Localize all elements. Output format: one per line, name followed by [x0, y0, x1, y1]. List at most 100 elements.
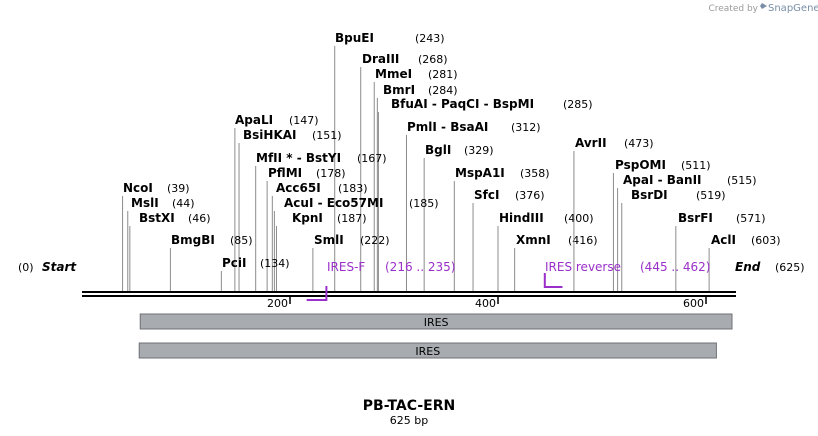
- site-25[interactable]: PciI (134): [220, 256, 290, 291]
- site-20[interactable]: PflMI(178): [266, 166, 346, 291]
- primers: IRES-F(216 .. 235) IRES reverse(445 .. 46…: [306, 260, 711, 301]
- site-position: (603): [751, 234, 781, 247]
- site-label: BmgBI: [171, 233, 215, 247]
- restriction-sites: BpuEI(243)DraIII(268)MmeI(281)BmrI(284)B…: [122, 31, 781, 291]
- map-length: 625 bp: [390, 414, 428, 427]
- site-6[interactable]: BglI(329): [423, 143, 494, 291]
- site-position: (85): [230, 234, 253, 247]
- site-position: (167): [357, 152, 387, 165]
- primer-position: (445 .. 462): [640, 260, 710, 274]
- site-24[interactable]: SmlI (222): [312, 233, 390, 291]
- site-label: PciI: [222, 256, 247, 270]
- site-17[interactable]: ApaLI (147): [234, 113, 319, 291]
- site-position: (243): [415, 32, 445, 45]
- site-label: PspOMI: [615, 158, 666, 172]
- start-label: Start: [42, 260, 77, 274]
- site-8[interactable]: SfcI(376): [472, 188, 545, 291]
- feature-label: IRES: [415, 345, 440, 358]
- site-label: BsrDI: [631, 188, 668, 202]
- site-position: (46): [188, 212, 211, 225]
- site-position: (519): [696, 189, 726, 202]
- site-11[interactable]: AvrII (473): [573, 136, 654, 291]
- site-15[interactable]: BsrFI (571): [675, 211, 766, 291]
- site-13[interactable]: ApaI - BanII (515): [617, 173, 757, 291]
- site-label: BsrFI: [678, 211, 713, 225]
- site-label: MslI: [131, 196, 159, 210]
- primer-1[interactable]: IRES reverse(445 .. 462): [543, 260, 711, 288]
- site-26[interactable]: NcoI(39): [122, 181, 190, 291]
- feature-1[interactable]: IRES: [138, 342, 717, 359]
- site-position: (147): [289, 114, 319, 127]
- site-label: MmeI: [375, 67, 412, 81]
- site-position: (416): [568, 234, 598, 247]
- created-by-text: Created by: [708, 4, 758, 14]
- site-28[interactable]: BstXI(46): [129, 211, 211, 291]
- tick-label: 600: [683, 297, 704, 310]
- dna-backbone: [82, 291, 736, 297]
- site-position: (284): [428, 84, 458, 97]
- site-position: (473): [624, 137, 654, 150]
- site-10[interactable]: XmnI(416): [514, 233, 598, 291]
- site-position: (185): [409, 197, 439, 210]
- site-14[interactable]: BsrDI (519): [621, 188, 726, 291]
- site-22[interactable]: AcuI - Eco57MI(185): [273, 196, 439, 291]
- site-3[interactable]: BmrI (284): [376, 83, 458, 291]
- brand-text: SnapGene: [768, 3, 818, 14]
- site-label: SmlI: [314, 233, 344, 247]
- site-18[interactable]: BsiHKAI(151): [238, 128, 342, 291]
- site-position: (151): [312, 129, 342, 142]
- site-23[interactable]: KpnI(187): [275, 211, 367, 291]
- primer-0[interactable]: IRES-F(216 .. 235): [306, 260, 456, 301]
- site-label: MfII * - BstYI: [256, 151, 341, 165]
- site-12[interactable]: PspOMI (511): [612, 158, 711, 291]
- site-4[interactable]: BfuAI - PaqCI - BspMI(285): [377, 97, 593, 291]
- site-position: (571): [736, 212, 766, 225]
- site-1[interactable]: DraIII(268): [360, 52, 448, 291]
- feature-bar: [138, 342, 717, 359]
- feature-bar: [139, 313, 733, 330]
- site-position: (511): [681, 159, 711, 172]
- site-position: (268): [418, 53, 448, 66]
- site-position: (400): [564, 212, 594, 225]
- site-position: (358): [520, 167, 550, 180]
- site-label: HindIII: [499, 211, 544, 225]
- site-7[interactable]: MspA1I (358): [453, 166, 550, 291]
- site-position: (39): [167, 182, 190, 195]
- site-29[interactable]: BmgBI (85): [169, 233, 253, 291]
- site-position: (183): [338, 182, 368, 195]
- site-position: (281): [428, 68, 458, 81]
- site-label: PflMI: [268, 166, 302, 180]
- site-position: (44): [172, 197, 195, 210]
- site-position: (187): [337, 212, 367, 225]
- site-label: ApaLI: [235, 113, 273, 127]
- site-9[interactable]: HindIII (400): [497, 211, 594, 291]
- site-label: ApaI - BanII: [623, 173, 702, 187]
- site-position: (515): [727, 174, 757, 187]
- site-21[interactable]: Acc65I (183): [271, 181, 368, 291]
- site-label: MspA1I: [455, 166, 505, 180]
- site-label: BfuAI - PaqCI - BspMI: [391, 97, 534, 111]
- site-2[interactable]: MmeI (281): [373, 67, 458, 291]
- site-label: BmrI: [383, 83, 415, 97]
- site-label: BglI: [425, 143, 451, 157]
- site-16[interactable]: AclI(603): [708, 233, 781, 291]
- site-0[interactable]: BpuEI(243): [334, 31, 445, 291]
- site-label: AvrII: [575, 136, 607, 150]
- feature-0[interactable]: IRES: [139, 313, 733, 330]
- end-position: (625): [775, 261, 805, 274]
- site-position: (376): [515, 189, 545, 202]
- site-19[interactable]: MfII * - BstYI (167): [255, 151, 387, 291]
- tick-label: 200: [267, 297, 288, 310]
- map-title: PB-TAC-ERN: [363, 398, 455, 414]
- features: IRES IRES: [138, 313, 733, 359]
- site-5[interactable]: PmlI - BsaAI(312): [405, 120, 541, 291]
- site-position: (222): [360, 234, 390, 247]
- site-label: Acc65I: [276, 181, 321, 195]
- end-label: End: [735, 260, 761, 274]
- site-27[interactable]: MslI (44): [127, 196, 195, 291]
- primer-position: (216 .. 235): [385, 260, 455, 274]
- site-label: PmlI - BsaAI: [407, 120, 488, 134]
- site-position: (134): [260, 257, 290, 270]
